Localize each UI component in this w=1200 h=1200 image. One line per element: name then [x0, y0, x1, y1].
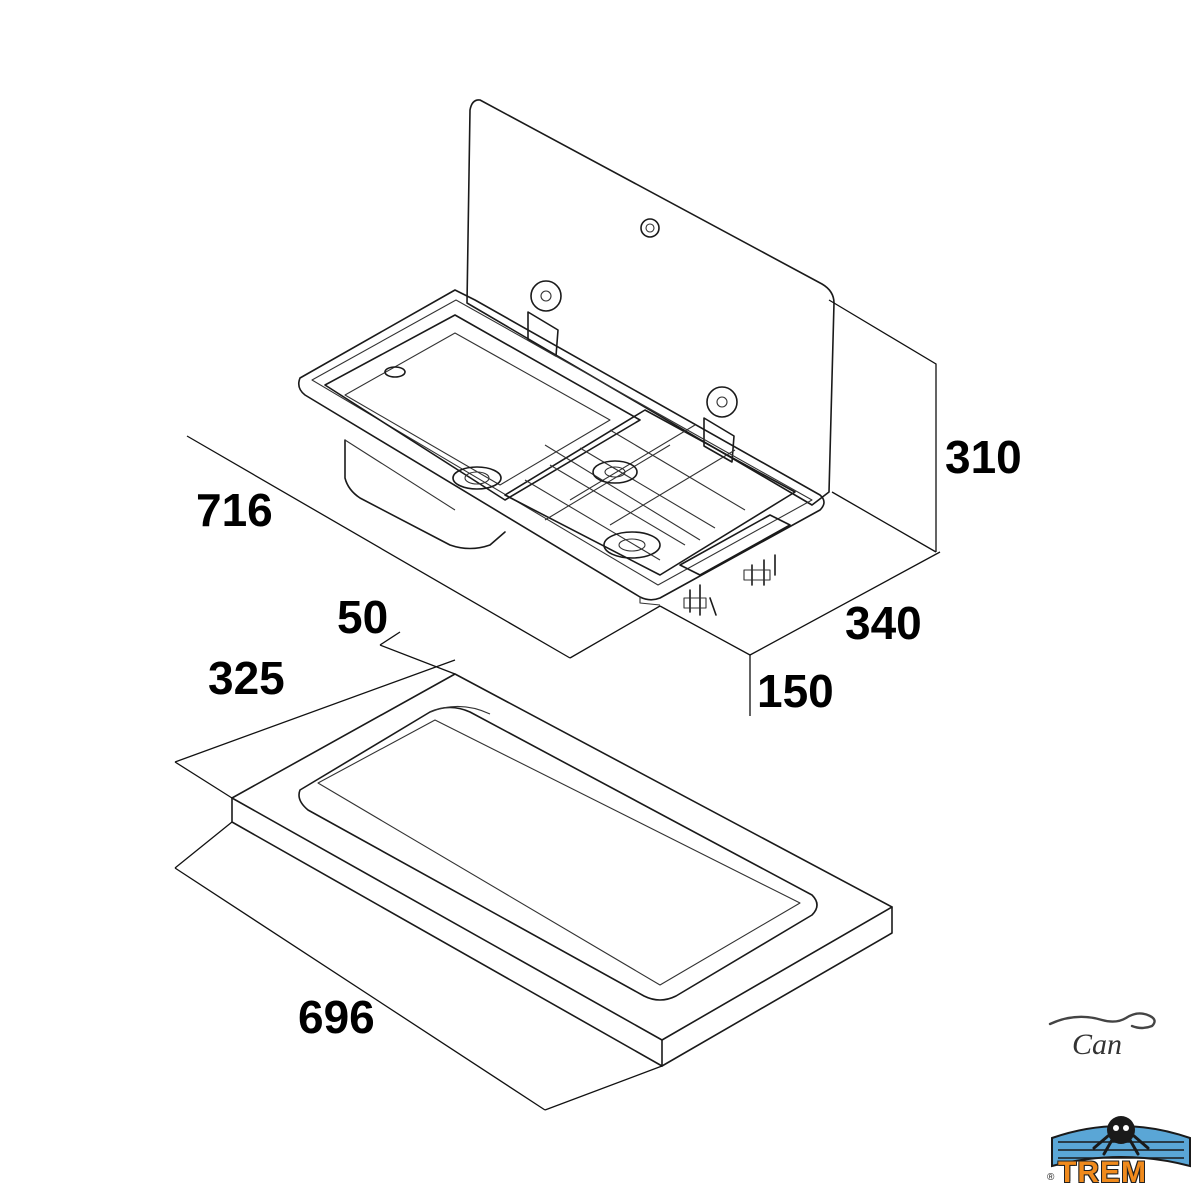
left-hinge	[527, 280, 562, 357]
right-hinge	[703, 386, 738, 463]
sink-hob-unit	[298, 99, 835, 616]
dimension-150: 150	[757, 665, 834, 717]
frame-top	[231, 673, 893, 1041]
burner-small	[592, 460, 638, 484]
dimension-696: 696	[298, 991, 375, 1043]
glass-lid	[466, 99, 835, 506]
pan-support	[504, 409, 796, 576]
lid-bumper	[640, 218, 660, 238]
dimension-325: 325	[208, 652, 285, 704]
control-strip	[679, 514, 791, 576]
upper-dimensions	[186, 299, 941, 716]
unit-rim	[298, 289, 825, 601]
dimension-716: 716	[196, 484, 273, 536]
cutout-opening	[298, 706, 818, 1001]
dealer-brand: TREM	[1058, 1156, 1147, 1189]
dimension-50: 50	[337, 591, 389, 643]
trem-logo-icon	[1051, 1116, 1191, 1168]
frame-front-edge	[231, 797, 663, 1067]
frame-right-edge	[661, 906, 893, 1067]
burner-large	[603, 531, 661, 559]
basin-underside	[344, 439, 506, 550]
registered-mark: ®	[1047, 1172, 1055, 1183]
sink-basin	[324, 314, 641, 501]
dimension-310: 310	[945, 431, 1022, 483]
can-logo-icon	[1048, 1012, 1156, 1030]
gas-fittings	[683, 554, 776, 616]
tap-hole	[384, 366, 406, 378]
lower-dimensions	[174, 631, 663, 1111]
cutout-frame	[231, 673, 893, 1067]
drain	[452, 466, 502, 490]
dimension-340: 340	[845, 597, 922, 649]
maker-brand: Can	[1072, 1028, 1123, 1061]
